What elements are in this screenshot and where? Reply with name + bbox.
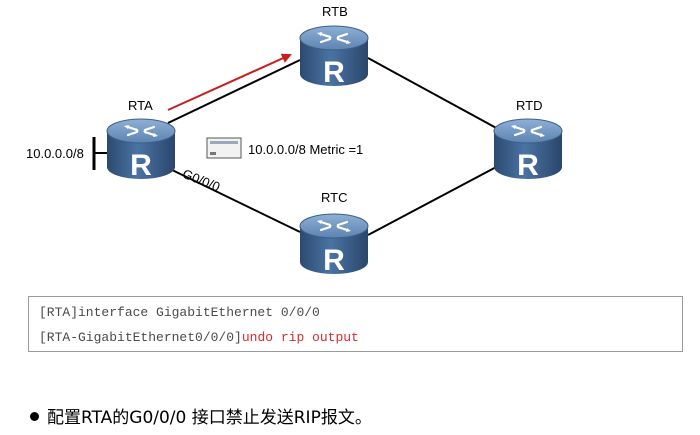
rip-update-arrow [167,53,292,111]
caption-text: 配置RTA的G0/0/0 接口禁止发送RIP报文。 [47,408,372,428]
command-undo-rip-output: undo rip output [241,330,359,345]
router-label-rtd: RTD [516,98,543,113]
router-glyph: R [323,244,345,277]
router-rtb: R [298,24,370,89]
router-rtd: R [492,117,564,182]
link-rtb-rtd [367,57,501,131]
command-line-2: [RTA-GigabitEthernet0/0/0]undo rip outpu… [39,330,359,345]
router-rtc: R [298,212,370,277]
router-label-rtb: RTB [322,4,348,19]
caption: 配置RTA的G0/0/0 接口禁止发送RIP报文。 [30,403,372,428]
router-glyph: R [517,149,539,182]
link-rta-rtc [167,167,301,233]
router-rta: R [105,117,177,182]
link-rta-rtb [167,59,301,124]
command-line-1: [RTA]interface GigabitEthernet 0/0/0 [39,305,320,320]
router-label-rta: RTA [128,98,153,113]
network-label: 10.0.0.0/8 [26,146,84,161]
update-label: 10.0.0.0/8 Metric =1 [248,142,364,157]
link-rtc-rtd [367,164,501,236]
router-glyph: R [130,149,152,182]
packet-icon [206,137,242,159]
router-label-rtc: RTC [321,190,348,205]
command-prompt: [RTA-GigabitEthernet0/0/0] [39,330,242,345]
command-box: [RTA]interface GigabitEthernet 0/0/0 [RT… [28,296,683,352]
router-glyph: R [323,56,345,89]
bullet-icon [30,411,39,421]
